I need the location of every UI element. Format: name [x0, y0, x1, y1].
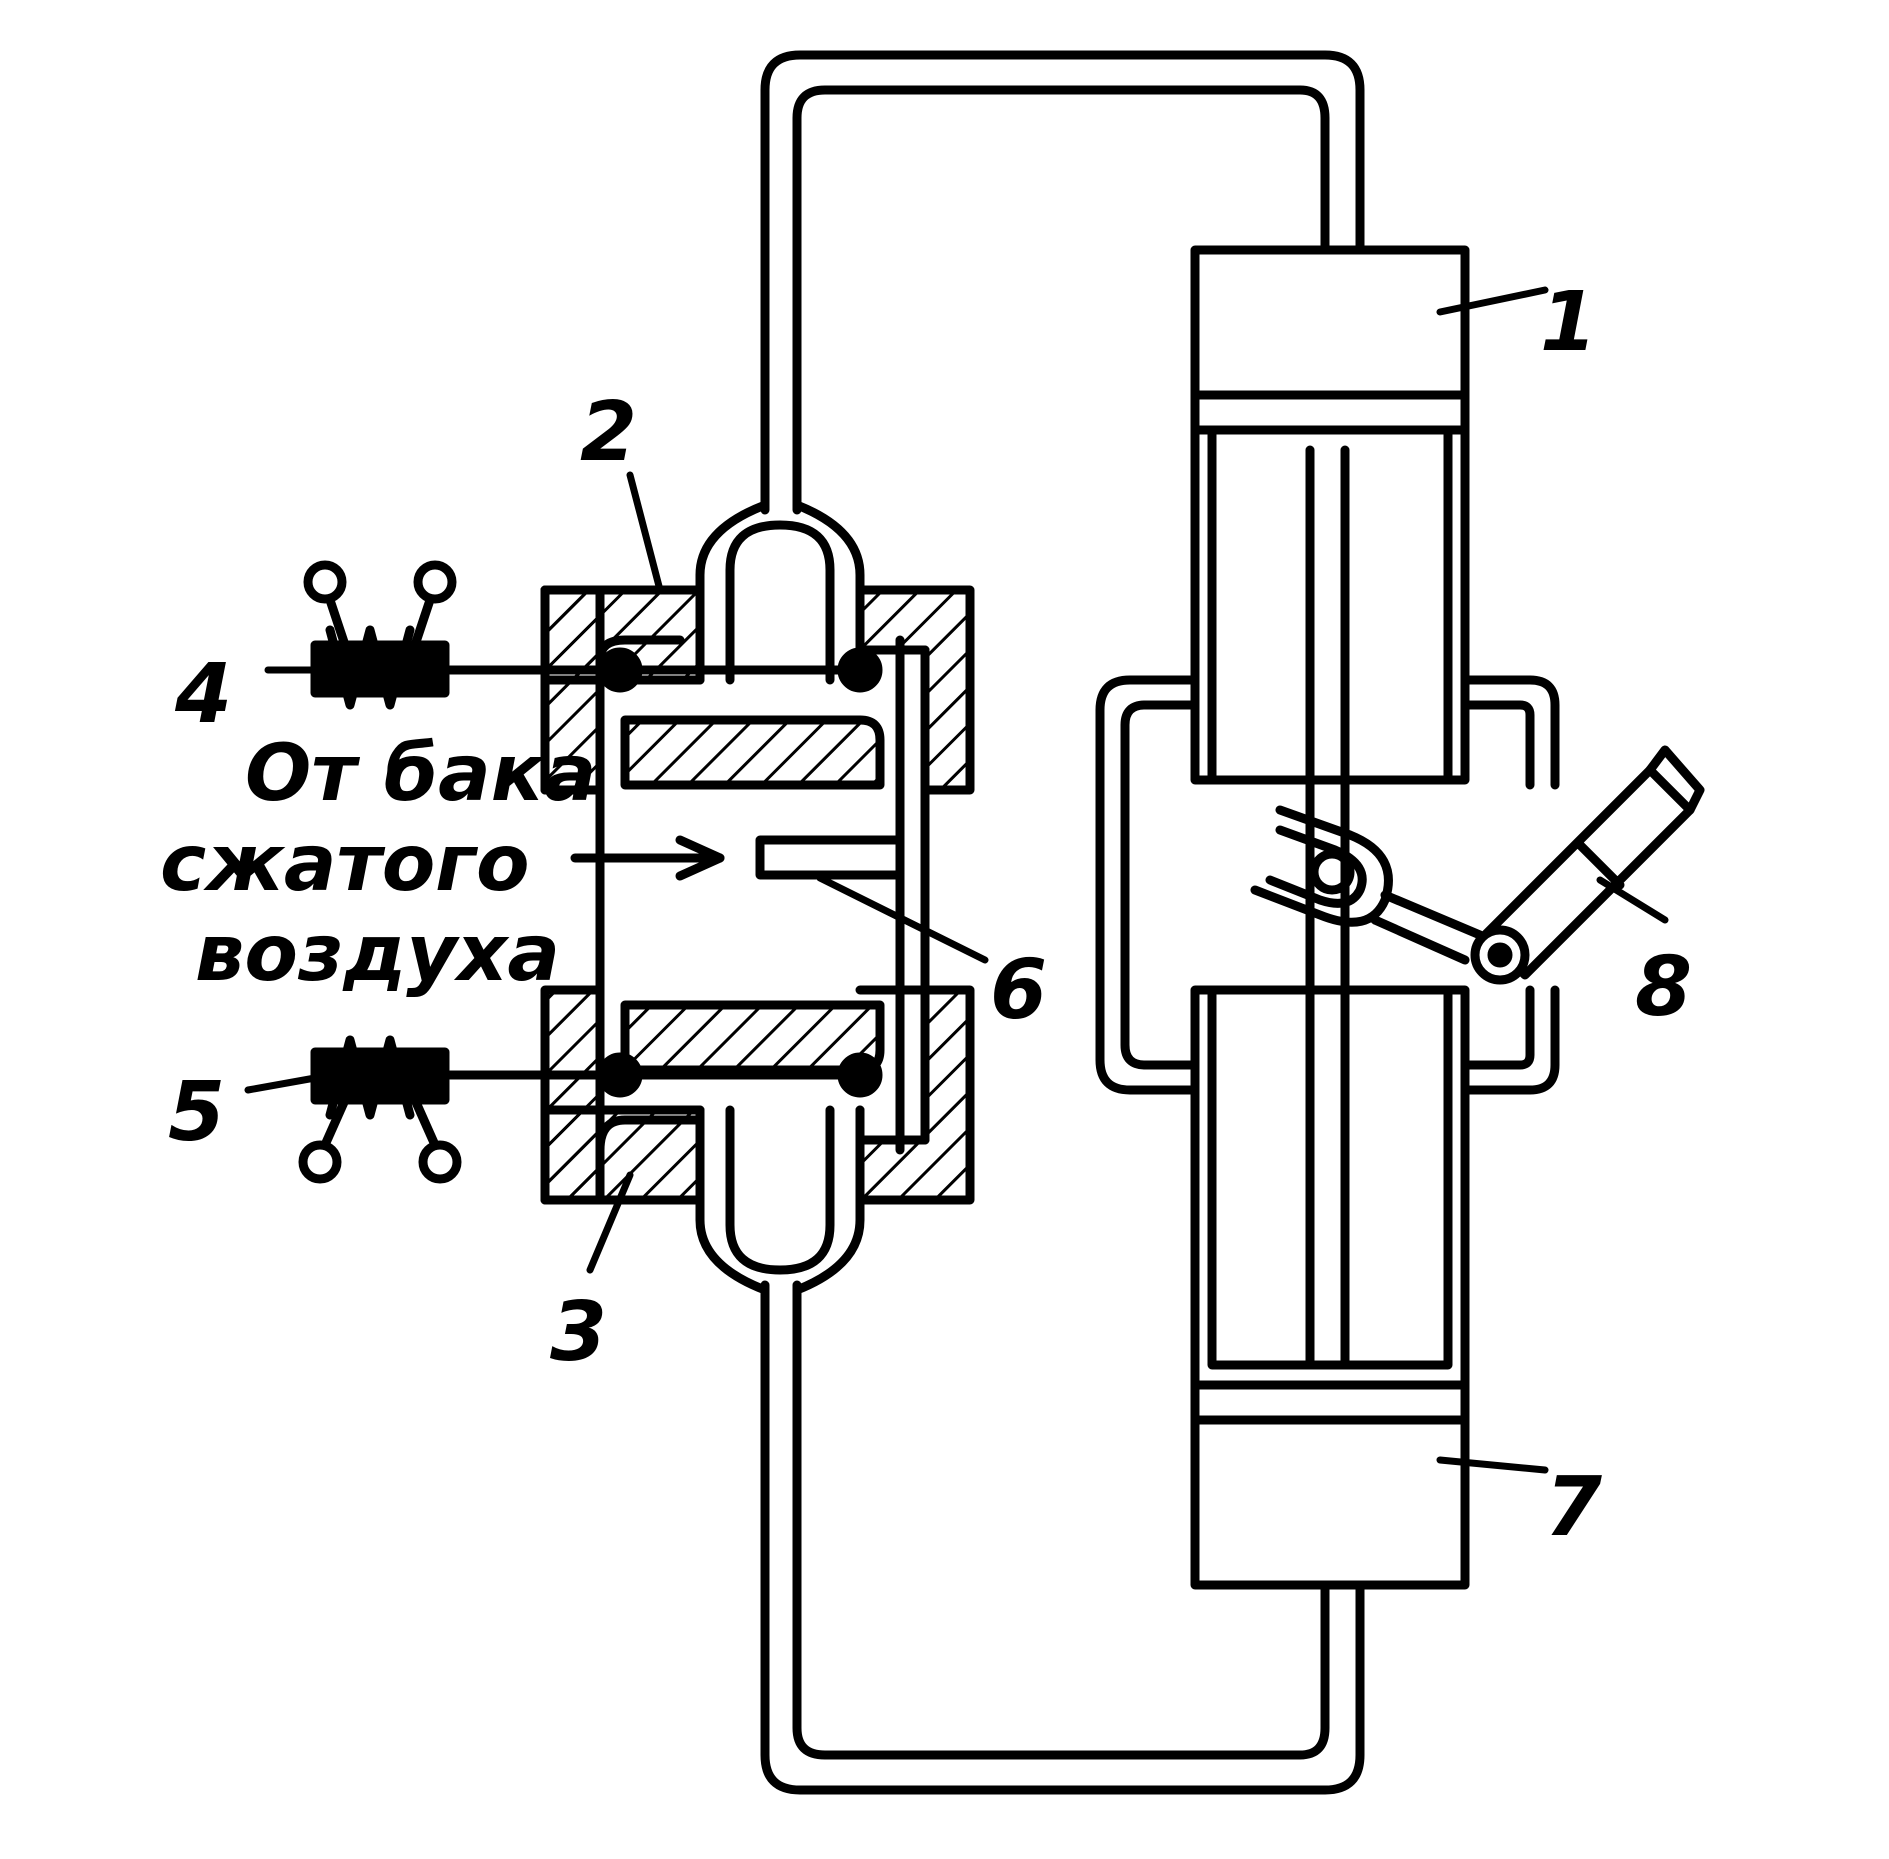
- upper-air-line: [760, 50, 1365, 515]
- lower-air-line: [760, 1280, 1365, 1795]
- inlet-arrow: [570, 835, 725, 881]
- label-6: 6: [990, 943, 1047, 1038]
- upper-valve-tube: [695, 500, 865, 685]
- lower-valve-seat: [620, 1000, 885, 1075]
- lower-valve-tube: [695, 1105, 865, 1295]
- label-5: 5: [168, 1065, 225, 1160]
- inlet-channel: [595, 635, 930, 1155]
- upper-valve-seat: [620, 715, 885, 790]
- inlet-caption-line2: сжатого: [160, 819, 530, 909]
- upper-valve-rod: [445, 647, 883, 693]
- lever: [1470, 745, 1705, 985]
- label-1: 1: [1540, 275, 1597, 370]
- inlet-nozzle: [755, 835, 905, 880]
- cylinder-bypass: [1095, 675, 1560, 1095]
- cylinder-lower: [1190, 985, 1470, 1590]
- leader-lines: [244, 286, 1669, 1474]
- label-7: 7: [1545, 1460, 1602, 1555]
- lower-solenoid: [298, 1035, 462, 1184]
- connecting-link: [1370, 890, 1485, 965]
- label-4: 4: [174, 647, 232, 742]
- cylinder-upper: [1190, 245, 1470, 785]
- label-8: 8: [1635, 940, 1692, 1035]
- label-2: 2: [580, 385, 637, 480]
- lower-valve-rod: [445, 1052, 883, 1098]
- clevis: [1250, 805, 1393, 927]
- upper-solenoid: [303, 560, 457, 710]
- label-3: 3: [550, 1285, 607, 1380]
- inlet-caption-line3: воздуха: [195, 909, 560, 999]
- inlet-caption-line1: От бака: [245, 729, 596, 819]
